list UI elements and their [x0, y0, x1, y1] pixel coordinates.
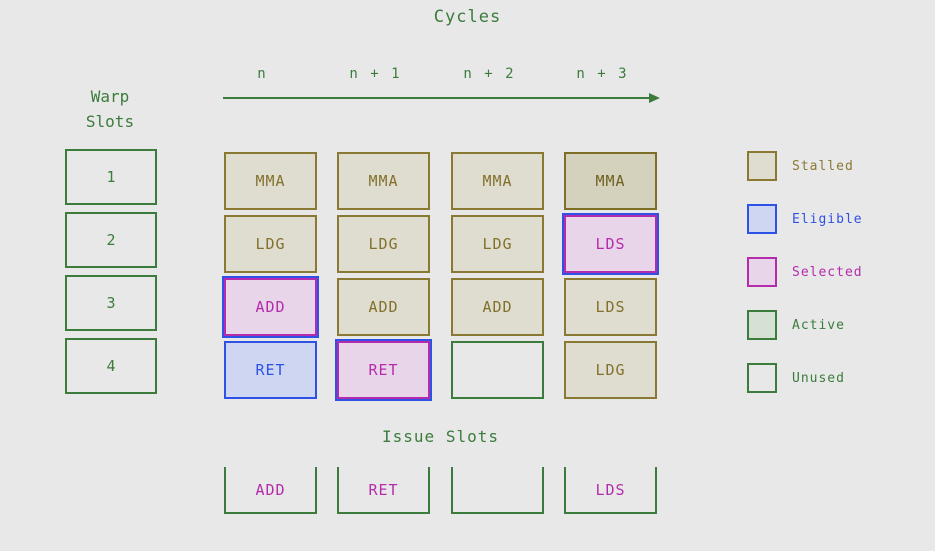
cycle-column-label-n3: n + 3 — [576, 66, 629, 82]
legend-swatch-selected — [747, 257, 777, 287]
grid-cell: ADD — [451, 278, 544, 336]
warp-slot-box-4: 4 — [65, 338, 157, 394]
legend-label: Active — [792, 317, 845, 333]
legend: Stalled Eligible Selected Active Unused — [747, 151, 863, 393]
grid-cell: LDG — [337, 215, 430, 273]
warp-slots-label-line1: Warp — [90, 87, 130, 106]
grid-cell: MMA — [224, 152, 317, 210]
cycle-column-label-n1: n + 1 — [349, 66, 402, 82]
grid-cell: LDS — [564, 278, 657, 336]
grid-cell: LDG — [224, 215, 317, 273]
legend-swatch-eligible — [747, 204, 777, 234]
cycle-column-label-n2: n + 2 — [463, 66, 516, 82]
warp-slots-label: Warp Slots — [60, 84, 160, 134]
grid-cell: ADD — [224, 278, 317, 336]
cycles-arrow-icon — [223, 93, 660, 103]
issue-slot — [451, 467, 544, 514]
grid-cell: ADD — [337, 278, 430, 336]
cycle-column-label-n: n — [257, 66, 268, 82]
legend-item: Stalled — [747, 151, 863, 181]
legend-label: Selected — [792, 264, 863, 280]
legend-label: Stalled — [792, 158, 854, 174]
grid-cell: MMA — [451, 152, 544, 210]
grid-cell: LDG — [564, 341, 657, 399]
diagram-title: Cycles — [433, 7, 502, 27]
issue-slots-title: Issue Slots — [382, 427, 499, 446]
legend-item: Unused — [747, 363, 863, 393]
grid-cell — [451, 341, 544, 399]
warp-slots-label-line2: Slots — [85, 112, 135, 131]
grid-cell: MMA — [337, 152, 430, 210]
legend-swatch-unused — [747, 363, 777, 393]
issue-slot: LDS — [564, 467, 657, 514]
legend-item: Selected — [747, 257, 863, 287]
warp-slot-box-3: 3 — [65, 275, 157, 331]
grid-cell: LDS — [564, 215, 657, 273]
grid-cell: RET — [337, 341, 430, 399]
legend-item: Eligible — [747, 204, 863, 234]
issue-slot: RET — [337, 467, 430, 514]
legend-item: Active — [747, 310, 863, 340]
legend-label: Unused — [792, 370, 845, 386]
warp-slot-box-2: 2 — [65, 212, 157, 268]
legend-label: Eligible — [792, 211, 863, 227]
grid-cell: RET — [224, 341, 317, 399]
warp-slot-box-1: 1 — [65, 149, 157, 205]
grid-cell: LDG — [451, 215, 544, 273]
issue-slot: ADD — [224, 467, 317, 514]
legend-swatch-stalled — [747, 151, 777, 181]
grid-cell: MMA — [564, 152, 657, 210]
legend-swatch-active — [747, 310, 777, 340]
